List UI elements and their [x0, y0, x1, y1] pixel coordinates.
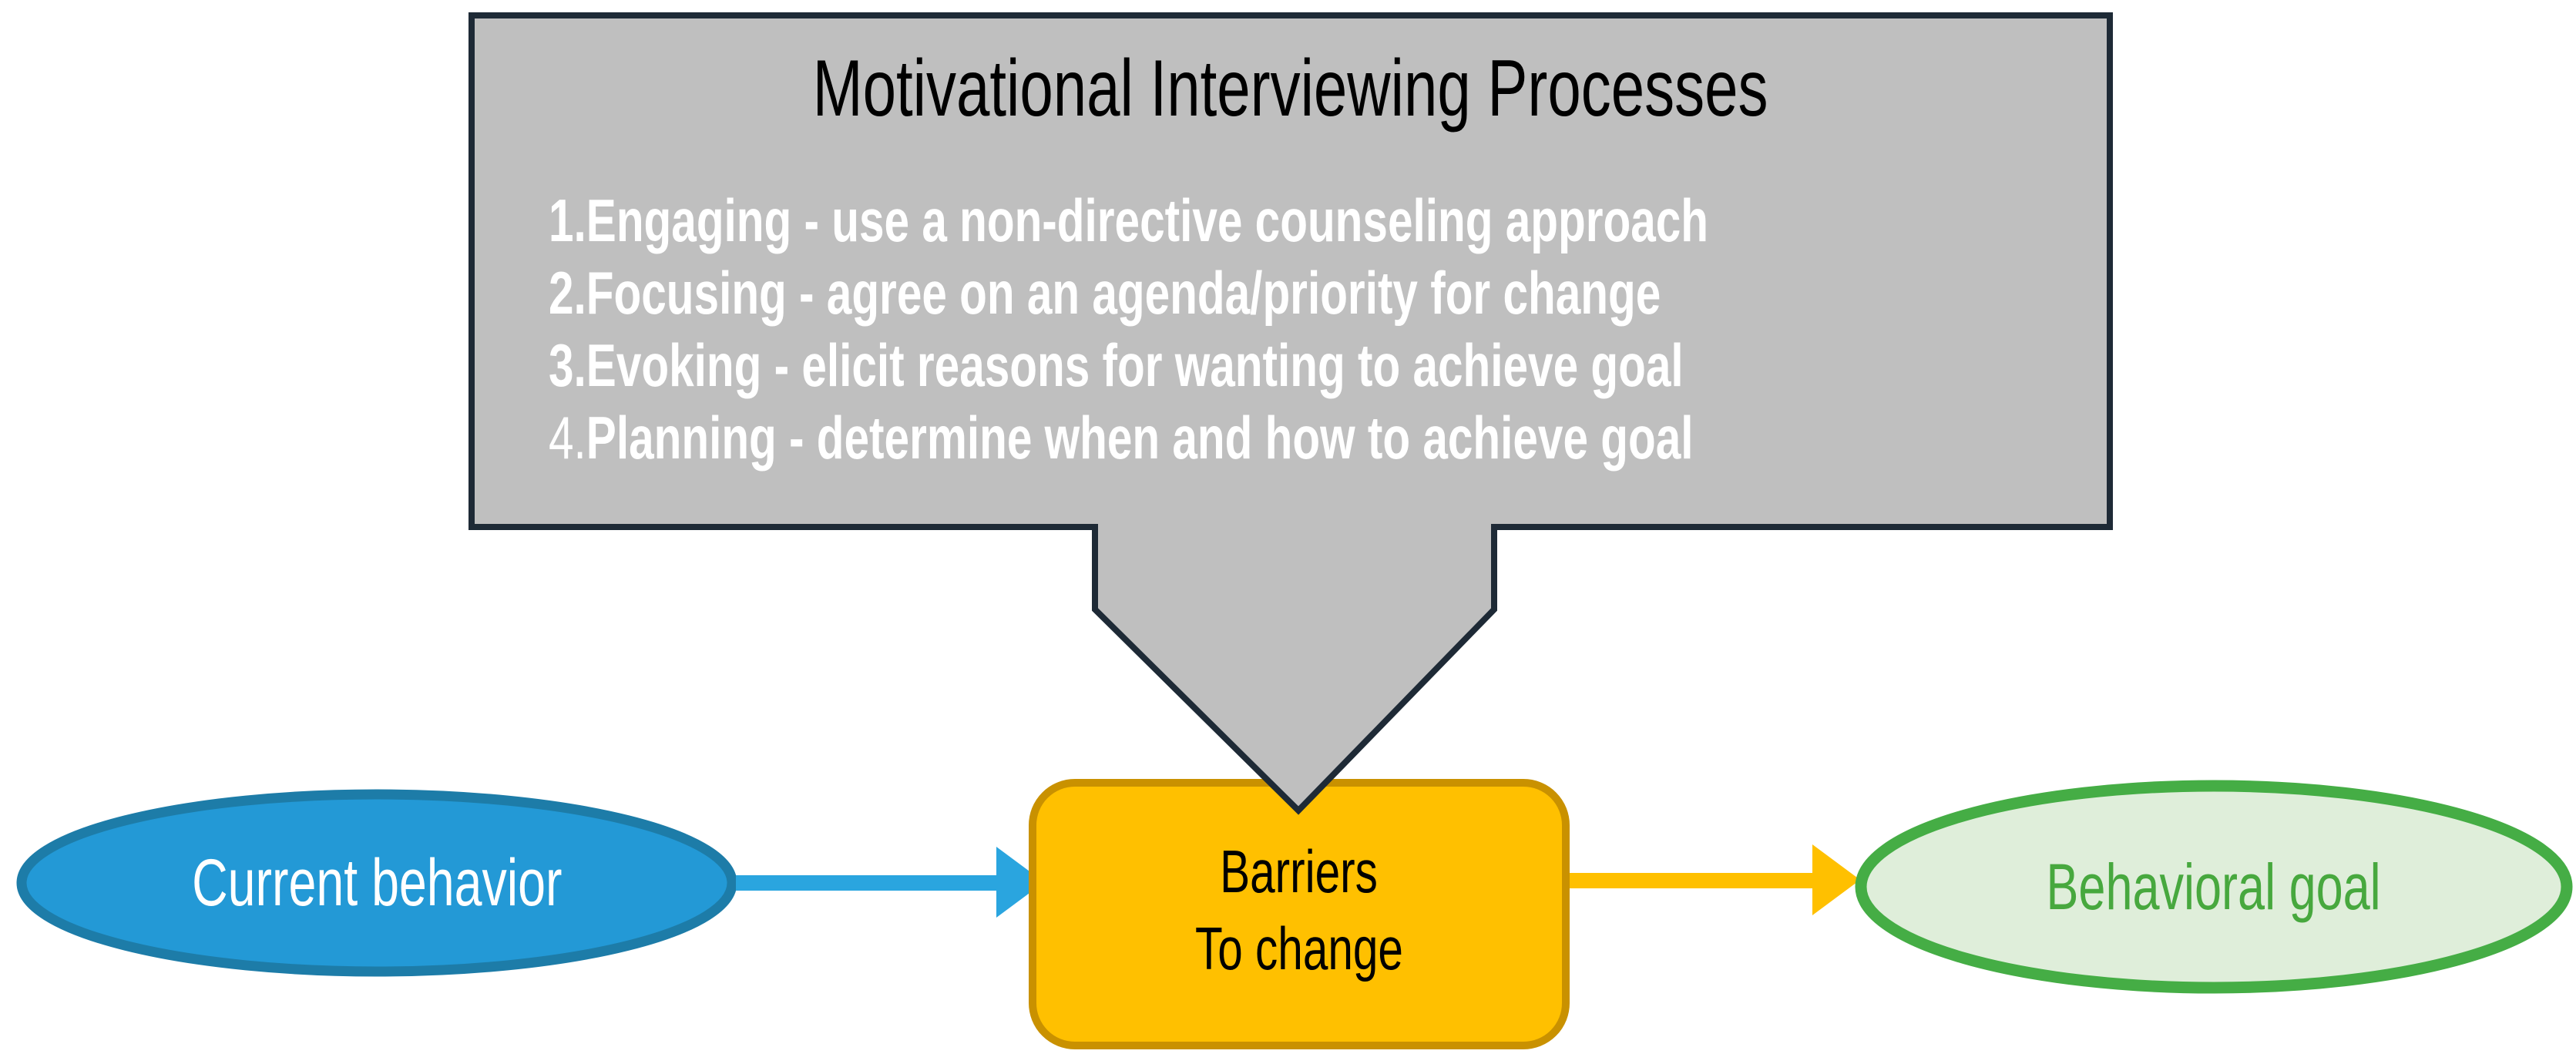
callout-title-text: Motivational Interviewing Processes — [813, 44, 1768, 133]
arrow-current-to-barriers — [736, 847, 1044, 918]
item-text: Focusing - agree on an agenda/priority f… — [586, 258, 1661, 327]
item-text: Evoking - elicit reasons for wanting to … — [586, 331, 1684, 399]
barriers-label-line1: Barriers — [1220, 837, 1379, 905]
mi-process-item-evoking: 3.Evoking - elicit reasons for wanting t… — [549, 330, 2062, 401]
mi-process-item-engaging: 1.Engaging - use a non-directive counsel… — [549, 185, 2095, 256]
item-text: Engaging - use a non-directive counselin… — [586, 186, 1709, 254]
barriers-label-line1-wrap: Barriers — [1033, 833, 1566, 910]
current-behavior-label-wrap: Current behavior — [22, 794, 732, 972]
mi-process-item-focusing: 2.Focusing - agree on an agenda/priority… — [549, 257, 2031, 328]
item-number: 1. — [549, 186, 586, 254]
callout-title: Motivational Interviewing Processes — [469, 44, 2113, 133]
arrow-barriers-to-goal — [1570, 844, 1860, 915]
item-text: Planning - determine when and how to ach… — [586, 403, 1694, 472]
behavioral-goal-ellipse — [1855, 780, 2573, 994]
mi-process-item-planning: 4.Planning - determine when and how to a… — [549, 402, 2075, 473]
behavioral-goal-label: Behavioral goal — [2046, 850, 2382, 923]
item-number: 3. — [549, 331, 586, 399]
behavioral-goal-label-wrap: Behavioral goal — [1861, 786, 2567, 988]
current-behavior-ellipse — [16, 789, 737, 977]
mi-processes-callout-shape — [469, 12, 2113, 815]
current-behavior-label: Current behavior — [191, 845, 563, 920]
barriers-label-line2-wrap: To change — [1033, 910, 1566, 987]
item-number: 2. — [549, 258, 586, 327]
item-number: 4. — [549, 403, 586, 472]
barriers-label-line2: To change — [1195, 914, 1403, 982]
